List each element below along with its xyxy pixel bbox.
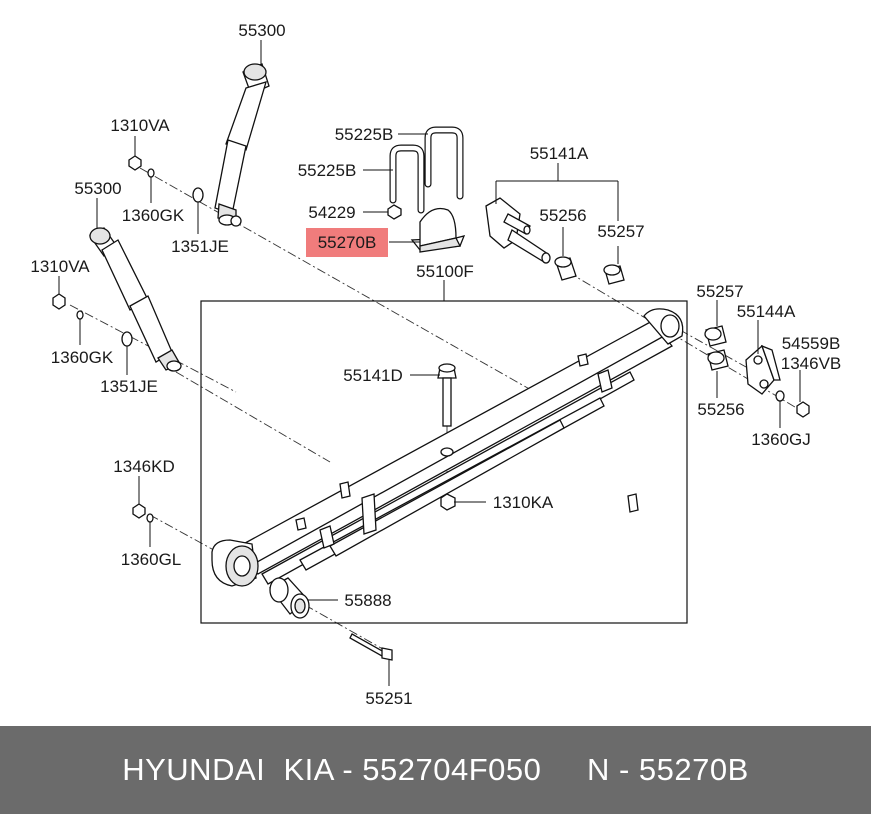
- shock-absorber-upper: [214, 63, 270, 227]
- center-bolt: [437, 363, 457, 511]
- label-1351je-upper: 1351JE: [171, 237, 229, 256]
- spring-bushing-and-bolt: [269, 577, 393, 661]
- label-1310va-left: 1310VA: [30, 257, 90, 276]
- label-54229: 54229: [308, 203, 355, 222]
- label-55256-lower: 55256: [697, 400, 744, 419]
- label-1310ka: 1310KA: [493, 493, 554, 512]
- shock-absorber-left: [89, 227, 182, 372]
- part-labels: 55300 1310VA 1360GK 1351JE 55300 1310VA …: [30, 21, 841, 708]
- label-1346vb: 1346VB: [781, 354, 842, 373]
- label-55225b-lower: 55225B: [298, 161, 357, 180]
- label-1360gl: 1360GL: [121, 550, 182, 569]
- label-55144a: 55144A: [737, 302, 796, 321]
- label-55251: 55251: [365, 689, 412, 708]
- label-55300-left: 55300: [74, 179, 121, 198]
- leaf-spring: [211, 308, 684, 587]
- label-54559b: 54559B: [782, 334, 841, 353]
- label-55257-lower: 55257: [696, 282, 743, 301]
- label-1346kd: 1346KD: [113, 457, 174, 476]
- label-1360gk-upper: 1360GK: [122, 206, 185, 225]
- label-55257-upper: 55257: [597, 222, 644, 241]
- label-55141d: 55141D: [343, 366, 403, 385]
- label-55888: 55888: [344, 591, 391, 610]
- label-55100f: 55100F: [416, 262, 474, 281]
- part-number-footer: HYUNDAI KIA - 552704F050 N - 55270B: [0, 726, 871, 814]
- footer-part-number-text: HYUNDAI KIA - 552704F050 N - 55270B: [122, 752, 749, 787]
- label-55300-upper: 55300: [238, 21, 285, 40]
- spring-hanger-bracket: [485, 197, 551, 264]
- highlight-box: [306, 228, 388, 257]
- label-55225b-upper: 55225B: [335, 125, 394, 144]
- label-1360gj: 1360GJ: [751, 430, 811, 449]
- label-55256-upper: 55256: [539, 206, 586, 225]
- bump-stopper: [410, 207, 466, 253]
- label-1360gk-left: 1360GK: [51, 348, 114, 367]
- leader-lines: [58, 40, 801, 686]
- rear-suspension-diagram: 55300 1310VA 1360GK 1351JE 55300 1310VA …: [30, 21, 841, 708]
- label-55270b: 55270B: [318, 233, 377, 252]
- label-55141a: 55141A: [530, 144, 589, 163]
- upper-bushings: [554, 256, 625, 285]
- shackle-assembly: [704, 325, 810, 418]
- label-1351je-left: 1351JE: [100, 377, 158, 396]
- label-1310va-upper: 1310VA: [110, 116, 170, 135]
- u-bolts: [387, 126, 464, 220]
